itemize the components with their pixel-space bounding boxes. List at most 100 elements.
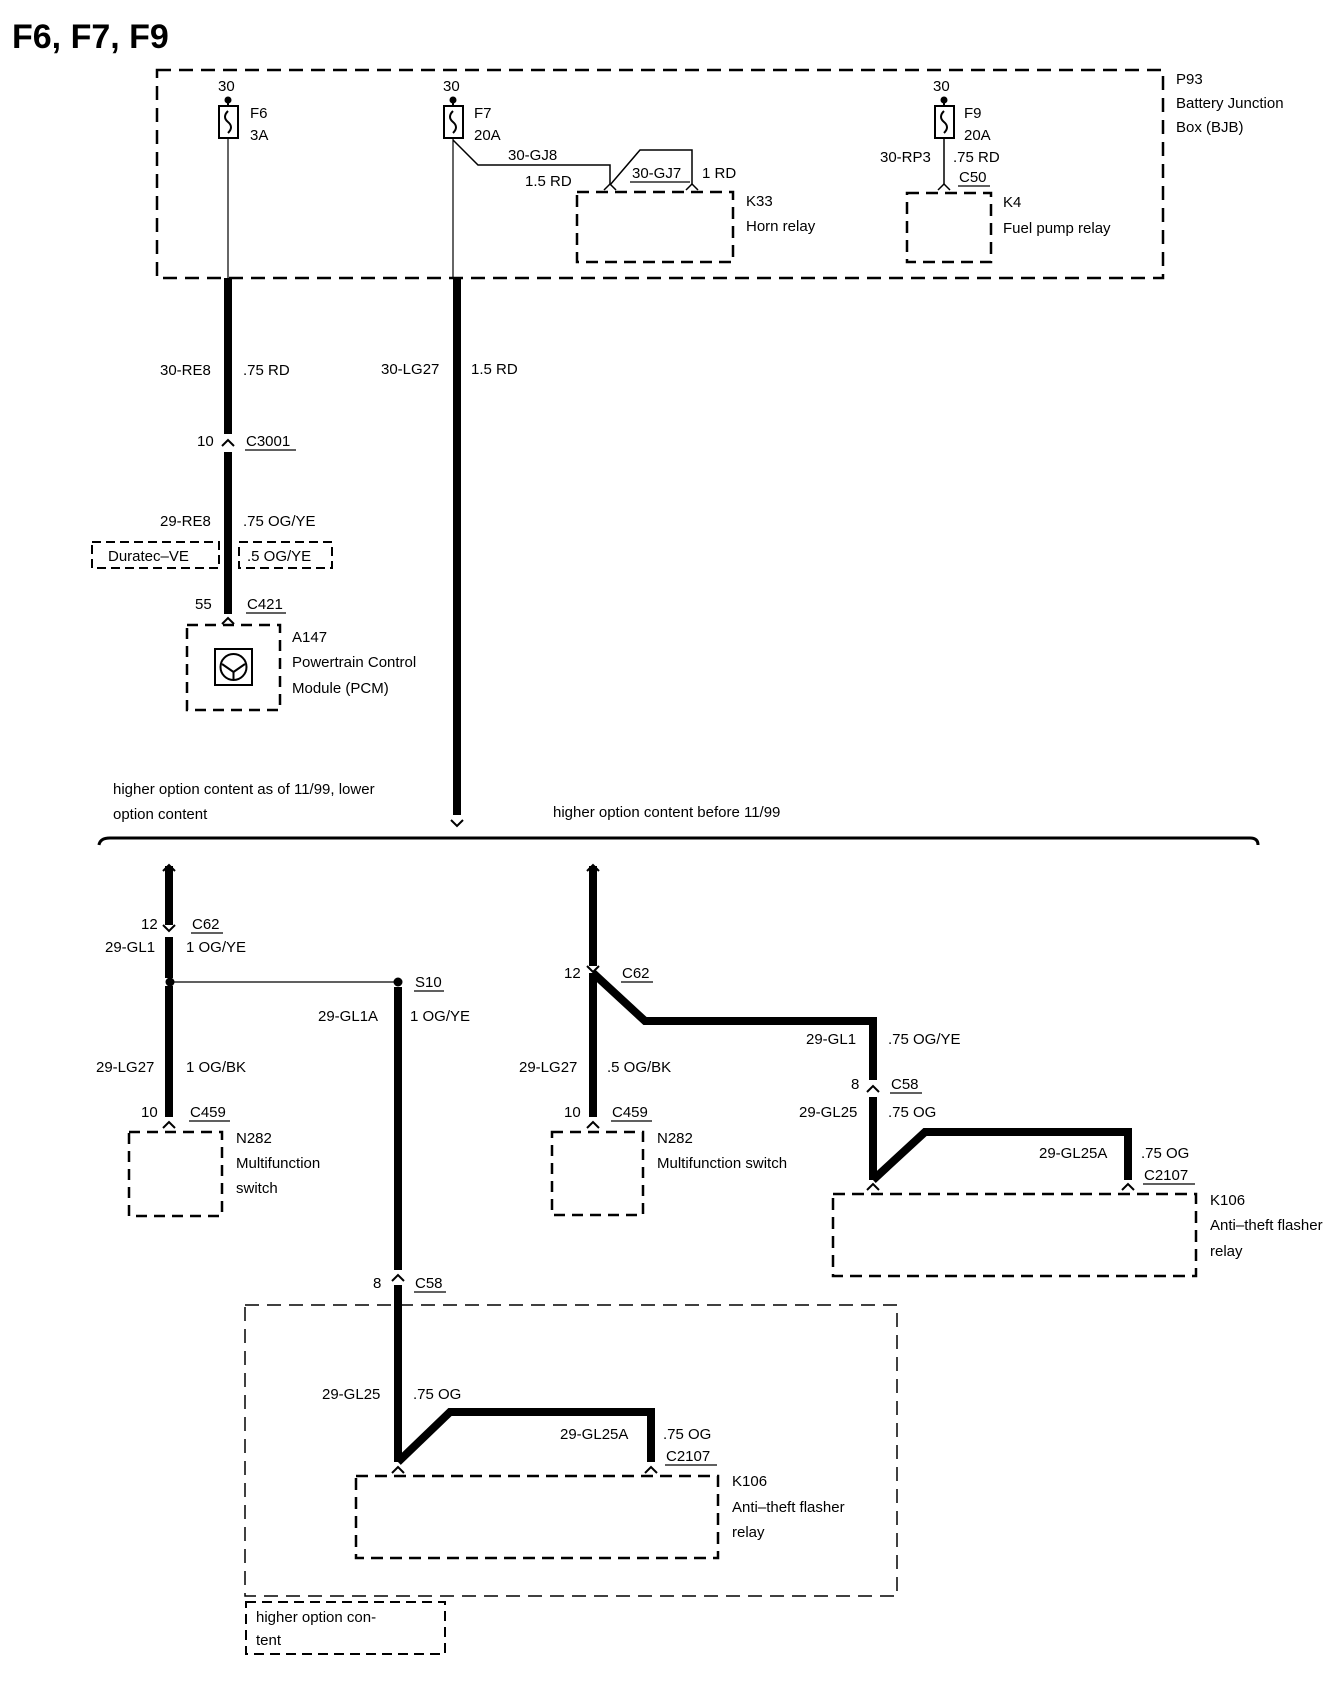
left-n282-id: N282 <box>236 1130 272 1147</box>
left-wire-29-gl1: 29-GL1 <box>105 939 155 956</box>
wire-30-gj7: 30-GJ7 <box>632 165 681 182</box>
fuse-f7-rating: 20A <box>474 127 501 144</box>
wire-29-gl25a-left-line <box>395 1408 655 1465</box>
right-wire-29-lg27-size: .5 OG/BK <box>607 1059 671 1076</box>
right-k106-name-2: relay <box>1210 1243 1243 1260</box>
left-wire-29-gl25a-size: .75 OG <box>663 1426 711 1443</box>
fuse-f6: 30 F6 3A <box>218 78 268 278</box>
pcm-name: Powertrain Control <box>292 654 416 671</box>
left-wire-29-gl25: 29-GL25 <box>322 1386 380 1403</box>
pcm-id: A147 <box>292 629 327 646</box>
right-c459: C459 <box>612 1104 648 1121</box>
right-wire-29-gl1-line <box>590 970 877 1080</box>
wire-30-gj7-size: 1 RD <box>702 165 736 182</box>
right-c459-pin: 10 <box>564 1104 581 1121</box>
right-n282-name: Multifunction switch <box>657 1155 787 1172</box>
left-k106-id: K106 <box>732 1473 767 1490</box>
higher-option-label-box <box>245 1601 446 1655</box>
left-k106-relay <box>354 1474 720 1560</box>
k33-name: Horn relay <box>746 218 816 235</box>
wire-30-rp3-size: .75 RD <box>953 149 1000 166</box>
left-c58-pin: 8 <box>373 1275 381 1292</box>
right-n282-id: N282 <box>657 1130 693 1147</box>
split-left-label: higher option content as of 11/99, lower <box>113 781 375 798</box>
fuse-f6-pin: 30 <box>218 78 235 95</box>
fuse-f7-id: F7 <box>474 105 492 122</box>
bjb-name-2: Box (BJB) <box>1176 119 1244 136</box>
higher-option-label: higher option con- <box>256 1609 376 1626</box>
pcm-name-2: Module (PCM) <box>292 680 389 697</box>
fuse-f7: 30 F7 20A <box>443 78 501 278</box>
right-k106-id: K106 <box>1210 1192 1245 1209</box>
right-wire-29-gl25: 29-GL25 <box>799 1104 857 1121</box>
wire-29-re8-size: .75 OG/YE <box>243 513 316 530</box>
wire-30-lg27-size: 1.5 RD <box>471 361 518 378</box>
bjb-id: P93 <box>1176 71 1203 88</box>
k33-id: K33 <box>746 193 773 210</box>
wire-30-re8: 30-RE8 <box>160 362 211 379</box>
splice-s10: S10 <box>415 974 442 991</box>
left-wire-29-lg27-size: 1 OG/BK <box>186 1059 246 1076</box>
left-n282-name-2: switch <box>236 1180 278 1197</box>
option-split-bar <box>97 836 1260 846</box>
right-wire-29-gl1-size: .75 OG/YE <box>888 1031 961 1048</box>
right-c2107: C2107 <box>1144 1167 1188 1184</box>
higher-option-label-2: tent <box>256 1632 282 1649</box>
right-c62: C62 <box>622 965 650 982</box>
right-wire-29-gl25a-size: .75 OG <box>1141 1145 1189 1162</box>
left-c459: C459 <box>190 1104 226 1121</box>
k4-id: K4 <box>1003 194 1021 211</box>
page-title: F6, F7, F9 <box>12 18 169 56</box>
right-c62-pin: 12 <box>564 965 581 982</box>
variant-size-box <box>238 541 333 569</box>
fuse-f9-id: F9 <box>964 105 982 122</box>
connector-c50: C50 <box>959 169 987 186</box>
right-wire-29-gl25a: 29-GL25A <box>1039 1145 1107 1162</box>
right-wire-29-gl25-size: .75 OG <box>888 1104 936 1121</box>
higher-option-box <box>244 1304 898 1597</box>
bjb-box <box>155 68 1165 280</box>
splice-s10-dot <box>393 977 403 987</box>
left-c62: C62 <box>192 916 220 933</box>
pcm-module <box>185 623 282 712</box>
connector-c3001: C3001 <box>246 433 290 450</box>
fuse-f9: 30 F9 20A 30-RP3 .75 RD C50 <box>880 78 1000 191</box>
k4-fuel-pump-relay <box>905 191 993 264</box>
variant-duratec: Duratec–VE <box>108 548 189 565</box>
wire-29-gl1a: 29-GL1A <box>318 1008 378 1025</box>
bjb-name: Battery Junction <box>1176 95 1284 112</box>
fuse-f9-pin: 30 <box>933 78 950 95</box>
connector-c421-pin: 55 <box>195 596 212 613</box>
right-n282-switch <box>550 1130 645 1217</box>
left-wire-29-lg27: 29-LG27 <box>96 1059 154 1076</box>
connector-c421: C421 <box>247 596 283 613</box>
wire-30-lg27: 30-LG27 <box>381 361 439 378</box>
right-wire-29-gl25a-line <box>870 1128 1132 1183</box>
split-left-label-2: option content <box>113 806 208 823</box>
left-wire-29-gl1-size: 1 OG/YE <box>186 939 246 956</box>
right-c58-pin: 8 <box>851 1076 859 1093</box>
left-wire-29-gl25-size: .75 OG <box>413 1386 461 1403</box>
left-k106-name: Anti–theft flasher <box>732 1499 845 1516</box>
right-wire-29-gl1: 29-GL1 <box>806 1031 856 1048</box>
left-c2107: C2107 <box>666 1448 710 1465</box>
k33-horn-relay <box>575 190 735 264</box>
variant-size: .5 OG/YE <box>247 548 311 565</box>
left-c459-pin: 10 <box>141 1104 158 1121</box>
wire-30-rp3: 30-RP3 <box>880 149 931 166</box>
left-k106-name-2: relay <box>732 1524 765 1541</box>
right-wire-29-lg27: 29-LG27 <box>519 1059 577 1076</box>
wire-30-gj8: 30-GJ8 <box>508 147 557 164</box>
fuse-f7-pin: 30 <box>443 78 460 95</box>
left-c62-pin: 12 <box>141 916 158 933</box>
wire-29-re8: 29-RE8 <box>160 513 211 530</box>
connector-c3001-symbol <box>221 438 235 447</box>
wire-30-re8-size: .75 RD <box>243 362 290 379</box>
fuse-f9-rating: 20A <box>964 127 991 144</box>
fuse-f6-rating: 3A <box>250 127 268 144</box>
right-k106-name: Anti–theft flasher <box>1210 1217 1323 1234</box>
pcm-module-icon <box>214 648 253 686</box>
left-wire-29-gl25a: 29-GL25A <box>560 1426 628 1443</box>
variant-duratec-box <box>91 541 220 569</box>
